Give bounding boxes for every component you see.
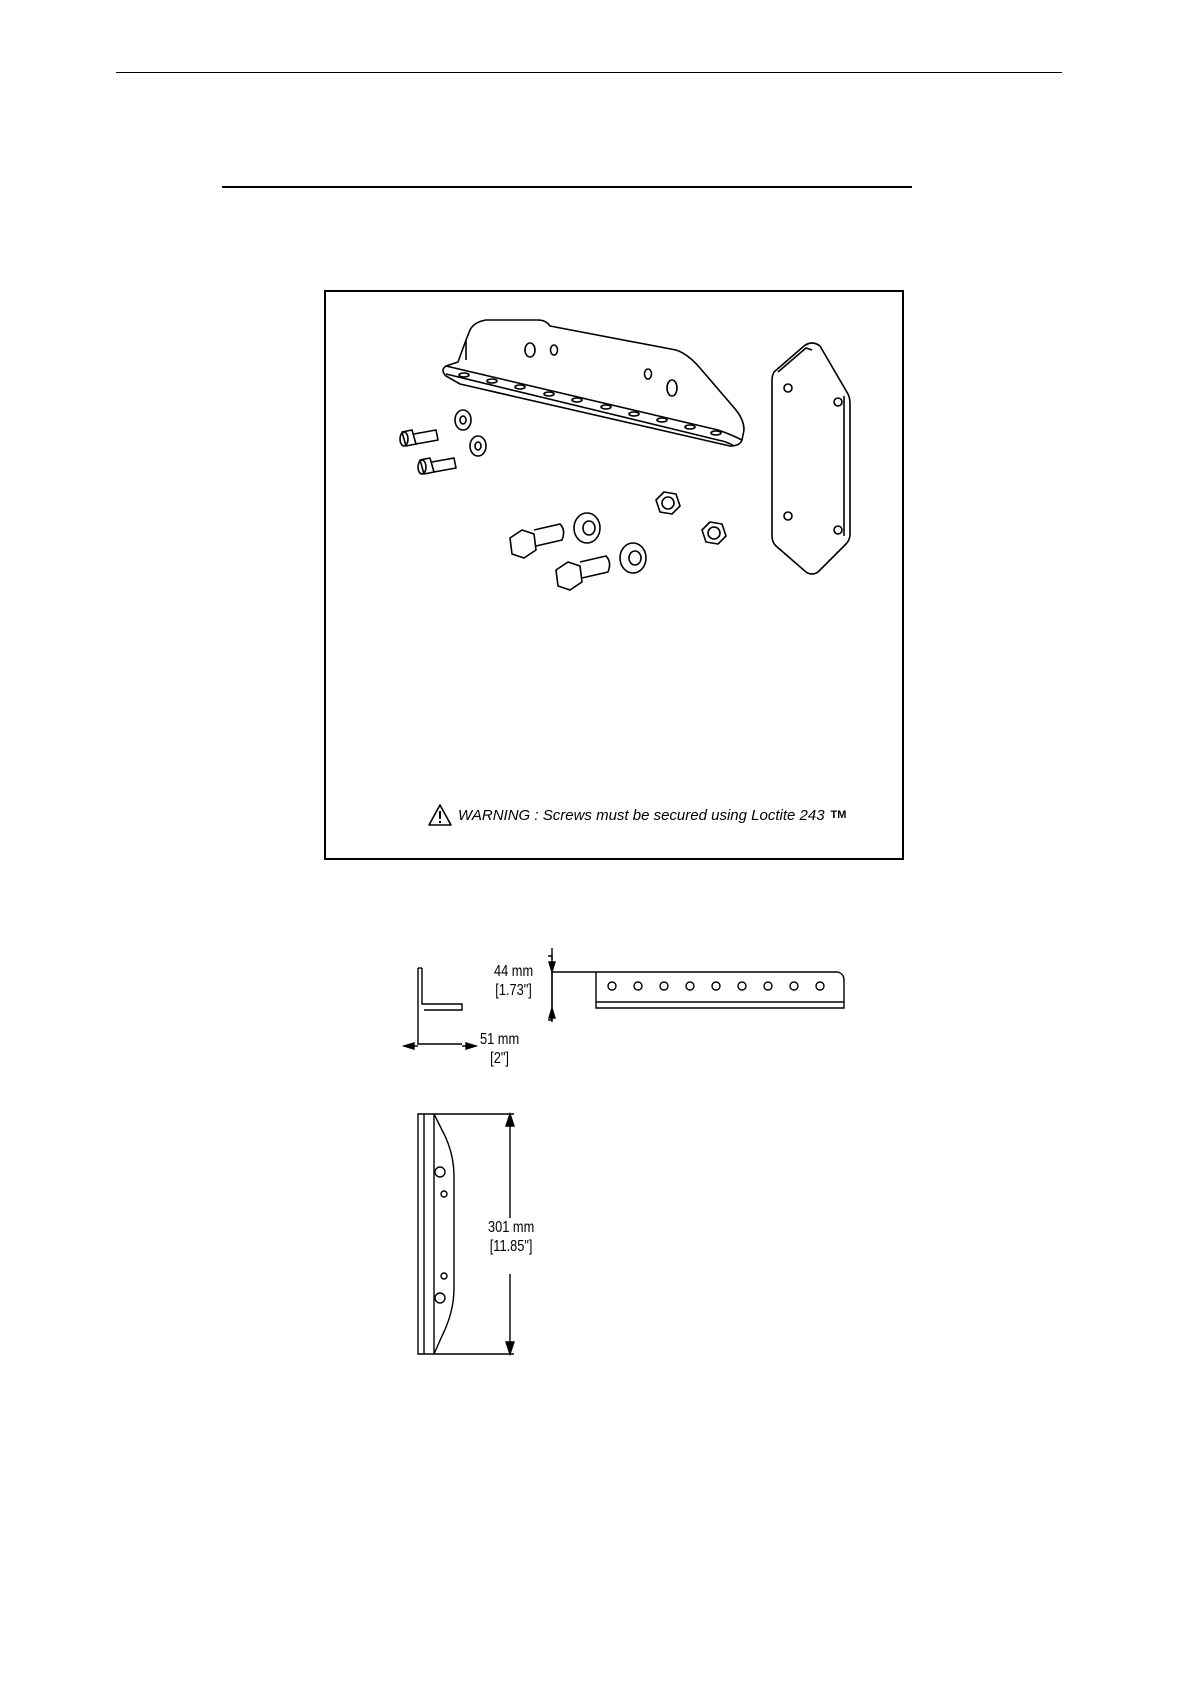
warning-note: WARNING : Screws must be secured using L… bbox=[428, 804, 846, 826]
bracket-drawing bbox=[443, 320, 744, 446]
height-in: [1.73"] bbox=[494, 981, 533, 1000]
depth-mm: 51 mm bbox=[480, 1030, 519, 1049]
warning-triangle-icon bbox=[428, 804, 452, 826]
trademark-mark: TM bbox=[831, 809, 847, 821]
warning-text: WARNING : Screws must be secured using L… bbox=[458, 807, 825, 824]
octagon-plate-drawing bbox=[772, 343, 850, 574]
front-view-drawing bbox=[548, 948, 844, 1022]
length-mm: 301 mm bbox=[488, 1218, 534, 1237]
side-profile-drawing bbox=[404, 968, 476, 1049]
bolts-nuts-drawing bbox=[510, 492, 726, 590]
depth-in: [2"] bbox=[480, 1049, 519, 1068]
height-dimension-label: 44 mm [1.73"] bbox=[494, 962, 533, 1000]
length-in: [11.85"] bbox=[488, 1237, 534, 1256]
length-dimension-label: 301 mm [11.85"] bbox=[488, 1218, 534, 1256]
height-mm: 44 mm bbox=[494, 962, 533, 981]
small-screws-drawing bbox=[400, 410, 486, 474]
depth-dimension-label: 51 mm [2"] bbox=[480, 1030, 519, 1068]
